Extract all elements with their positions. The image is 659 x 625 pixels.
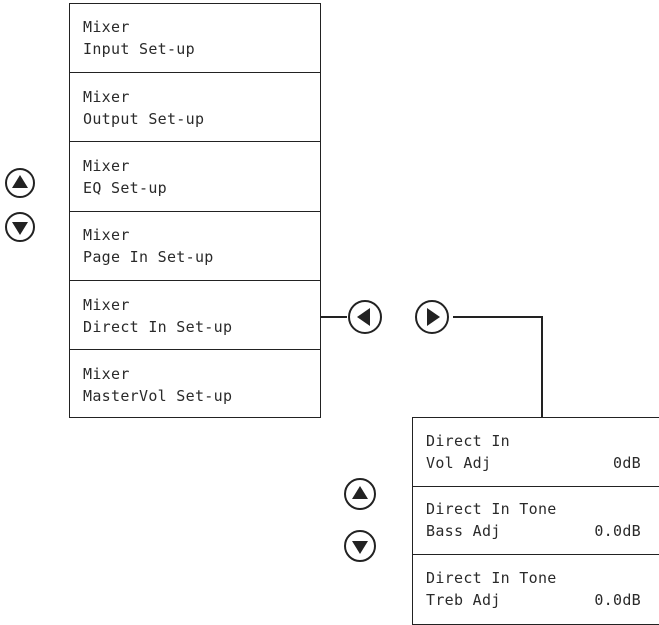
menu-item-output-setup[interactable]: Mixer Output Set-up xyxy=(70,86,320,130)
connector-line xyxy=(321,316,347,318)
menu-item-label: Direct In Set-up xyxy=(83,318,233,336)
menu-item-label: EQ Set-up xyxy=(83,179,167,197)
menu-item-title: Direct In Tone xyxy=(426,569,557,587)
param-label: Bass Adj xyxy=(426,522,501,540)
menu-item-input-setup[interactable]: Mixer Input Set-up xyxy=(70,16,320,60)
menu-item-treb-adj[interactable]: Direct In Tone Treb Adj 0.0dB xyxy=(413,567,659,611)
up-arrow-icon xyxy=(12,175,28,188)
menu-item-label: Output Set-up xyxy=(83,110,205,128)
menu-item-title: Mixer xyxy=(83,88,130,106)
menu-divider xyxy=(70,280,320,281)
menu-item-title: Mixer xyxy=(83,296,130,314)
param-value: 0.0dB xyxy=(594,522,641,540)
menu-item-title: Mixer xyxy=(83,157,130,175)
scroll-up-button[interactable] xyxy=(5,168,35,198)
menu-item-bass-adj[interactable]: Direct In Tone Bass Adj 0.0dB xyxy=(413,498,659,542)
scroll-up-button[interactable] xyxy=(344,478,376,510)
down-arrow-icon xyxy=(352,541,368,554)
param-label: Treb Adj xyxy=(426,591,501,609)
menu-item-title: Mixer xyxy=(83,18,130,36)
menu-divider xyxy=(413,486,659,487)
menu-item-page-in-setup[interactable]: Mixer Page In Set-up xyxy=(70,224,320,268)
direct-in-menu: Direct In Vol Adj 0dB Direct In Tone Bas… xyxy=(412,417,659,625)
nav-left-button[interactable] xyxy=(348,300,382,334)
menu-divider xyxy=(413,554,659,555)
menu-item-label: Input Set-up xyxy=(83,40,195,58)
down-arrow-icon xyxy=(12,222,28,235)
menu-item-mastervol-setup[interactable]: Mixer MasterVol Set-up xyxy=(70,363,320,407)
menu-divider xyxy=(70,141,320,142)
menu-divider xyxy=(70,211,320,212)
connector-line xyxy=(541,316,543,418)
menu-item-label: Page In Set-up xyxy=(83,248,214,266)
scroll-down-button[interactable] xyxy=(5,212,35,242)
nav-right-button[interactable] xyxy=(415,300,449,334)
up-arrow-icon xyxy=(352,486,368,499)
menu-item-title: Direct In Tone xyxy=(426,500,557,518)
connector-line xyxy=(453,316,543,318)
menu-item-title: Mixer xyxy=(83,226,130,244)
param-label: Vol Adj xyxy=(426,454,492,472)
menu-item-title: Mixer xyxy=(83,365,130,383)
param-value: 0dB xyxy=(613,454,641,472)
left-arrow-icon xyxy=(357,308,370,326)
menu-divider xyxy=(70,349,320,350)
menu-divider xyxy=(70,72,320,73)
connector-line xyxy=(382,316,415,318)
menu-item-direct-in-setup[interactable]: Mixer Direct In Set-up xyxy=(70,294,320,338)
menu-item-title: Direct In xyxy=(426,432,510,450)
menu-item-label: MasterVol Set-up xyxy=(83,387,233,405)
param-value: 0.0dB xyxy=(594,591,641,609)
mixer-menu: Mixer Input Set-up Mixer Output Set-up M… xyxy=(69,3,321,418)
right-arrow-icon xyxy=(427,308,440,326)
menu-item-eq-setup[interactable]: Mixer EQ Set-up xyxy=(70,155,320,199)
menu-item-vol-adj[interactable]: Direct In Vol Adj 0dB xyxy=(413,430,659,474)
scroll-down-button[interactable] xyxy=(344,530,376,562)
